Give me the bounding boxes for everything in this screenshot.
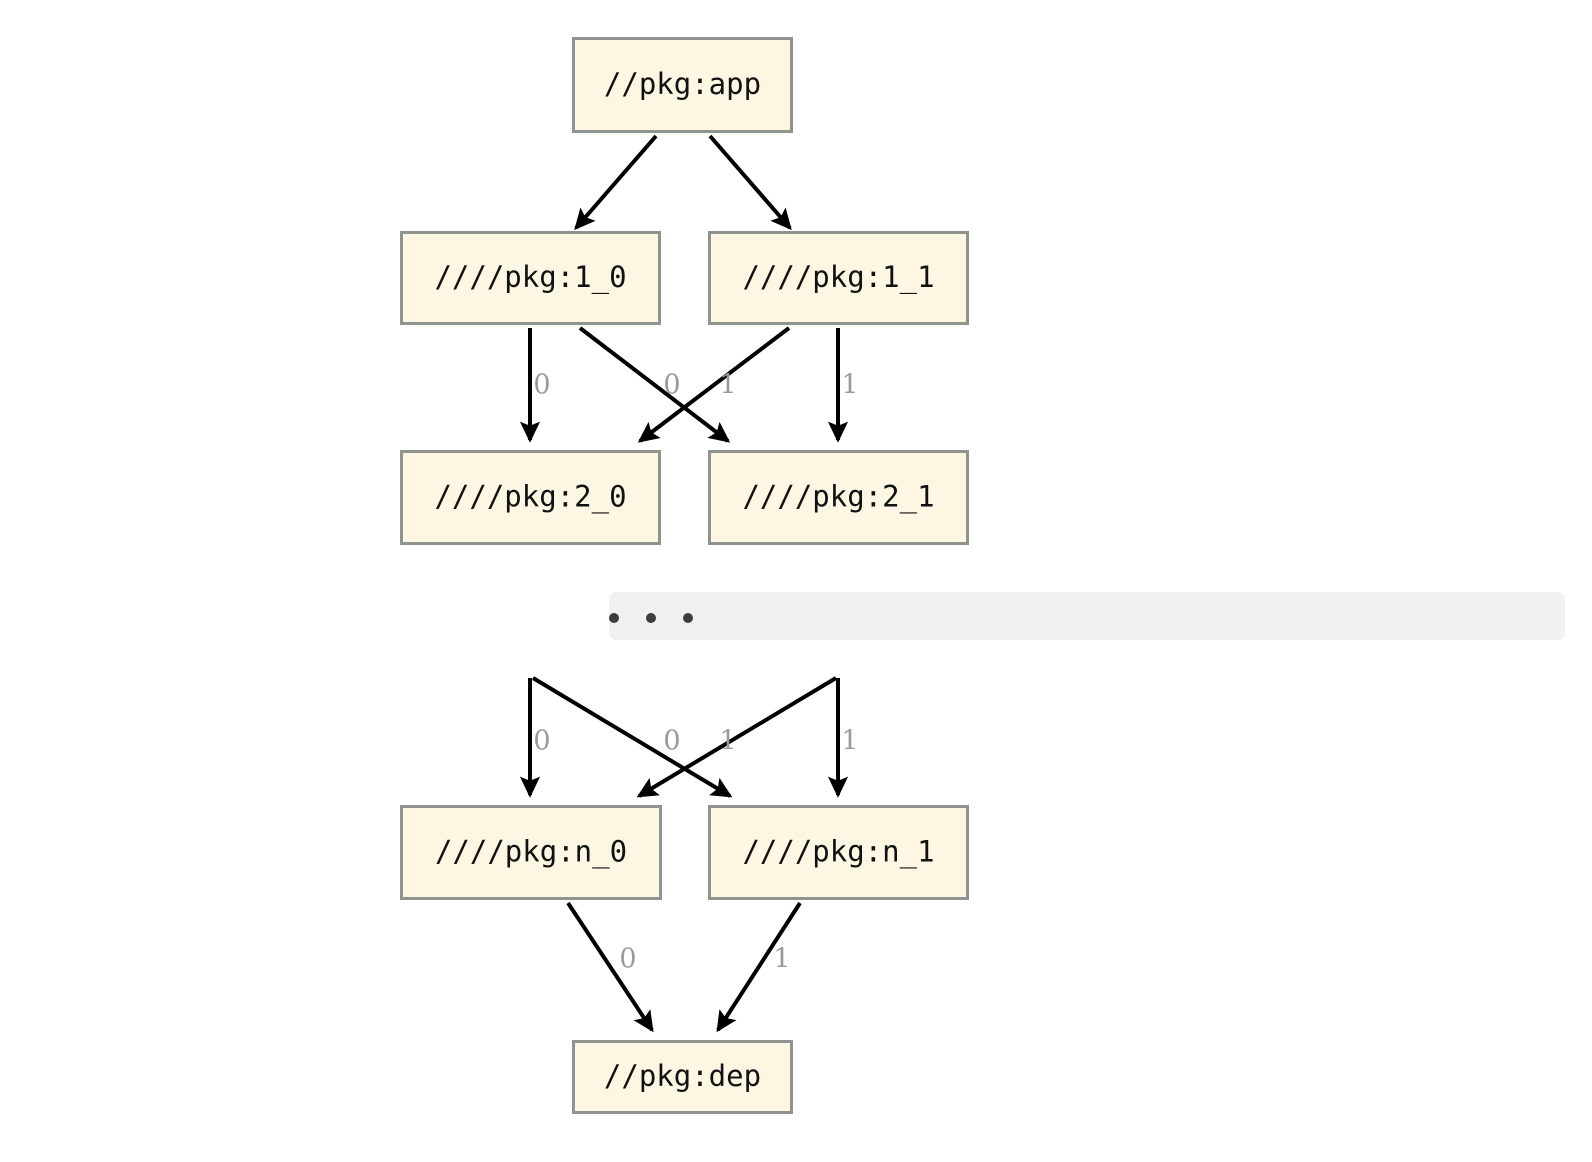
node-box[interactable]	[400, 805, 662, 900]
edge-label: 0	[663, 726, 680, 757]
edge-label: 0	[533, 726, 550, 757]
node-label: //pkg:dep	[604, 1059, 761, 1093]
node-box[interactable]	[572, 37, 793, 133]
edge-label: 0	[619, 944, 636, 975]
graph-node-app[interactable]: //pkg:app	[572, 37, 793, 133]
node-box[interactable]	[708, 805, 969, 900]
node-box[interactable]	[708, 231, 969, 325]
graph-edge	[566, 901, 654, 1033]
graph-edge	[637, 326, 791, 443]
node-label: ////pkg:1_1	[742, 260, 934, 295]
edge-label: 0	[533, 370, 550, 401]
graph-edge	[531, 676, 733, 798]
edge-label: 0	[663, 370, 680, 401]
node-box[interactable]	[708, 450, 969, 545]
graph-edge	[578, 326, 731, 443]
node-box[interactable]	[400, 450, 661, 545]
node-label: //pkg:app	[604, 67, 761, 101]
graph-node-n2_0[interactable]: ////pkg:2_0	[400, 450, 661, 545]
graph-node-n1_1[interactable]: ////pkg:1_1	[708, 231, 969, 325]
truncation-band	[609, 592, 1565, 640]
node-label: ////pkg:n_1	[742, 835, 934, 870]
edge-label: 1	[841, 370, 858, 401]
ellipsis-band-group	[609, 592, 1565, 640]
edge-label: 1	[841, 726, 858, 757]
graph-node-nn_1[interactable]: ////pkg:n_1	[708, 805, 969, 900]
graph-edge	[716, 901, 802, 1033]
ellipsis-dot	[646, 613, 656, 623]
node-label: ////pkg:2_1	[742, 480, 934, 515]
ellipsis-dot	[609, 613, 619, 623]
graph-node-dep[interactable]: //pkg:dep	[572, 1040, 793, 1114]
nodes-group: //pkg:app ////pkg:1_0 ////pkg:1_1 ////pkg:2…	[400, 37, 969, 1114]
edges-group: 0 0 1 1 0 0 1 1 0 1	[519, 134, 859, 1033]
graph-edge	[574, 134, 658, 231]
node-box[interactable]	[572, 1040, 793, 1114]
edge-label: 1	[773, 944, 790, 975]
graph-node-nn_0[interactable]: ////pkg:n_0	[400, 805, 662, 900]
node-box[interactable]	[400, 231, 661, 325]
edge-label: 1	[719, 726, 736, 757]
node-label: ////pkg:2_0	[434, 480, 626, 515]
graph-node-n1_0[interactable]: ////pkg:1_0	[400, 231, 661, 325]
graph-node-n2_1[interactable]: ////pkg:2_1	[708, 450, 969, 545]
graph-edge	[636, 676, 838, 798]
graph-edge	[708, 134, 792, 231]
ellipsis-dot	[683, 613, 693, 623]
edge-label: 1	[719, 370, 736, 401]
node-label: ////pkg:n_0	[435, 835, 627, 870]
node-label: ////pkg:1_0	[434, 260, 626, 295]
